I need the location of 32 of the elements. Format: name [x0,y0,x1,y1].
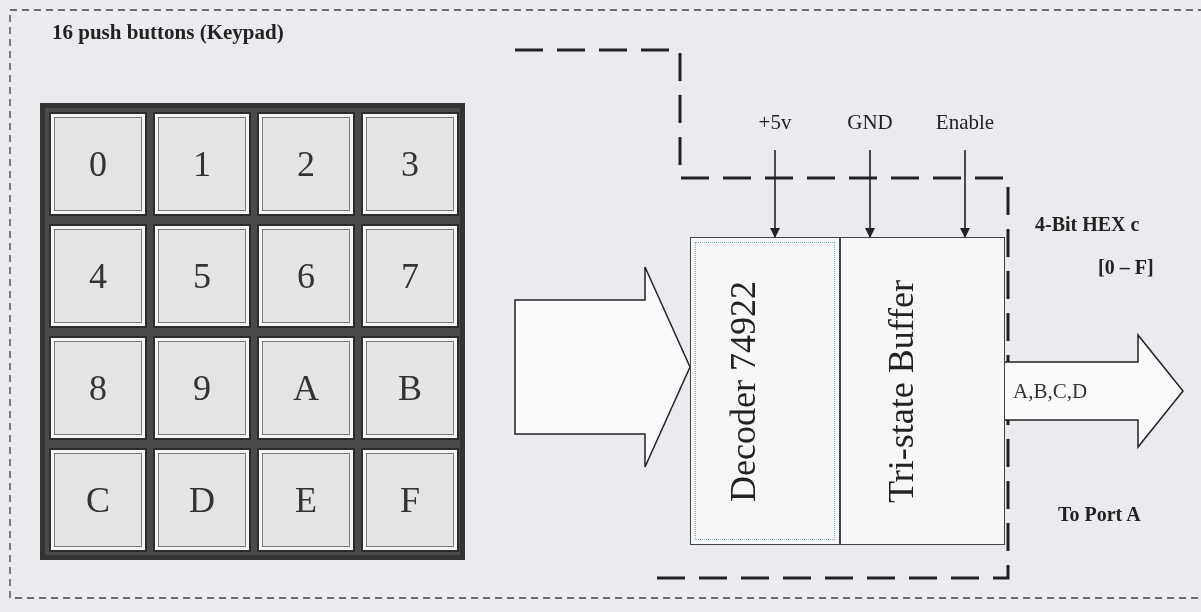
decoder-block [690,237,1005,545]
keypad-key: 3 [361,112,459,216]
keypad-key: E [257,448,355,552]
keypad-key: 9 [153,336,251,440]
note-text: To Port A [1058,503,1141,526]
note-text: 4-Bit HEX c [1035,213,1140,236]
keypad-heading: 16 push buttons (Keypad) [52,20,284,45]
keypad-key: 2 [257,112,355,216]
keypad-key: C [49,448,147,552]
keypad-key: B [361,336,459,440]
keypad-key: 0 [49,112,147,216]
block-arrow [1002,332,1184,450]
keypad-key: 7 [361,224,459,328]
edge-label: A,B,C,D [1013,378,1088,404]
block-section: Decoder 74922 [691,238,839,544]
pin-label: +5v [758,110,792,135]
arrow [865,149,875,238]
block-section: Tri-state Buffer [839,238,1004,544]
pin-label: GND [847,110,893,135]
pin-label: Enable [935,110,995,135]
arrow [770,149,780,238]
keypad-key: 1 [153,112,251,216]
keypad-key: F [361,448,459,552]
keypad-key: 5 [153,224,251,328]
arrow [960,149,970,238]
note-text: [0 – F] [1098,256,1154,279]
block-arrow [514,266,691,468]
keypad-key: A [257,336,355,440]
keypad-key: 6 [257,224,355,328]
keypad-key: 8 [49,336,147,440]
keypad-key: D [153,448,251,552]
keypad-key: 4 [49,224,147,328]
